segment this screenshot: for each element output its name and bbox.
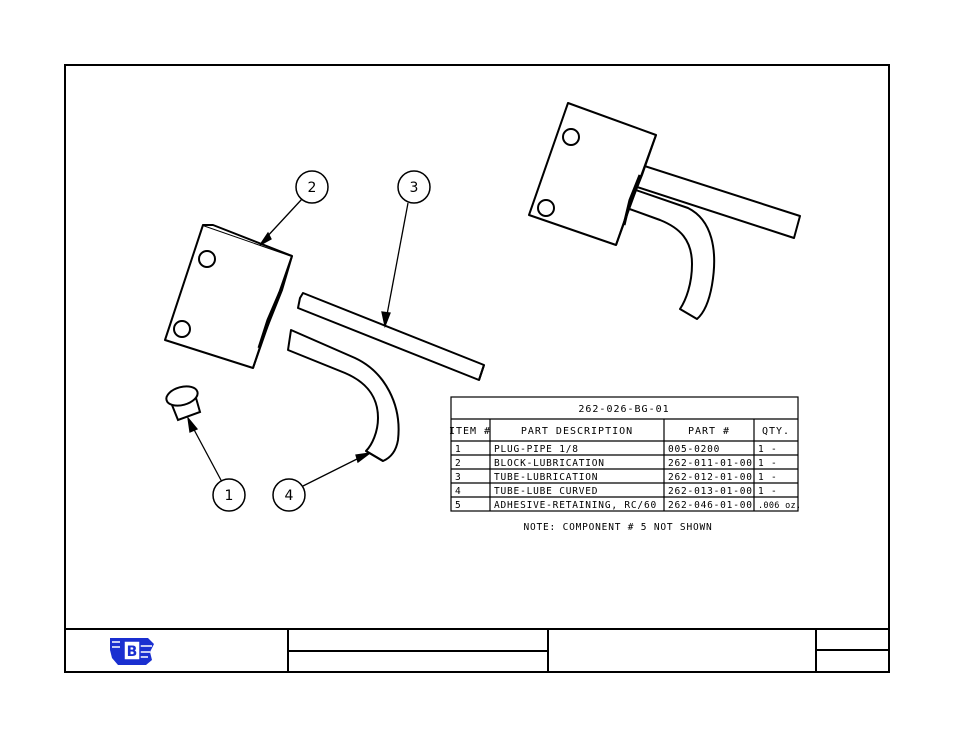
bom-note: NOTE: COMPONENT # 5 NOT SHOWN xyxy=(523,522,712,533)
bom-row-2-description: BLOCK-LUBRICATION xyxy=(494,458,605,469)
bom-col-description: PART DESCRIPTION xyxy=(521,426,633,437)
balloon-4-label: 4 xyxy=(285,488,294,504)
bom-col-item: ITEM # xyxy=(449,426,491,437)
leader-lines xyxy=(187,198,409,487)
bom-row-1-item: 1 xyxy=(455,444,462,455)
bom-row-2-part: 262-011-01-00 xyxy=(668,458,753,469)
bom-row-3-description: TUBE-LUBRICATION xyxy=(494,472,598,483)
balloon-4: 4 xyxy=(272,478,306,512)
bom-row-1-description: PLUG-PIPE 1/8 xyxy=(494,444,579,455)
bom-row-5-part: 262-046-01-00 xyxy=(668,500,753,511)
bom-row-4-item: 4 xyxy=(455,486,462,497)
title-block xyxy=(65,628,889,672)
balloon-2-label: 2 xyxy=(308,180,317,196)
bom-row-2-item: 2 xyxy=(455,458,462,469)
bom-row-4-description: TUBE-LUBE CURVED xyxy=(494,486,598,497)
bom-col-part: PART # xyxy=(688,426,730,437)
balloon-3-label: 3 xyxy=(410,180,419,196)
bom-table: 262-026-BG-01 ITEM # PART DESCRIPTION PA… xyxy=(449,396,801,533)
balloon-1: 1 xyxy=(212,478,246,512)
bom-row-5-description: ADHESIVE-RETAINING, RC/60 xyxy=(494,500,657,511)
bom-row-3-item: 3 xyxy=(455,472,462,483)
sheet-border xyxy=(64,64,890,673)
bom-assembly-number: 262-026-BG-01 xyxy=(578,404,669,415)
bom-row-3-qty: 1 - xyxy=(758,472,778,483)
plug-part xyxy=(165,385,202,422)
company-logo: B xyxy=(110,638,154,665)
bom-row-5-qty: .006 oz. xyxy=(758,501,801,511)
bom-row-3-part: 262-012-01-00 xyxy=(668,472,753,483)
bom-col-qty: QTY. xyxy=(762,426,790,437)
bom-row-4-qty: 1 - xyxy=(758,486,778,497)
bom-row-1-qty: 1 - xyxy=(758,444,778,455)
bom-row-4-part: 262-013-01-00 xyxy=(668,486,753,497)
balloon-2: 2 xyxy=(295,170,329,204)
balloon-3: 3 xyxy=(397,170,431,204)
assembled-view xyxy=(528,102,801,320)
bom-row-5-item: 5 xyxy=(455,500,462,511)
logo-letter: B xyxy=(127,644,138,660)
balloon-1-label: 1 xyxy=(225,488,234,504)
straight-tube-part xyxy=(297,292,485,381)
bom-row-2-qty: 1 - xyxy=(758,458,778,469)
curved-tube-part xyxy=(287,329,400,462)
block-part-exploded xyxy=(164,224,293,369)
bom-row-1-part: 005-0200 xyxy=(668,444,720,455)
